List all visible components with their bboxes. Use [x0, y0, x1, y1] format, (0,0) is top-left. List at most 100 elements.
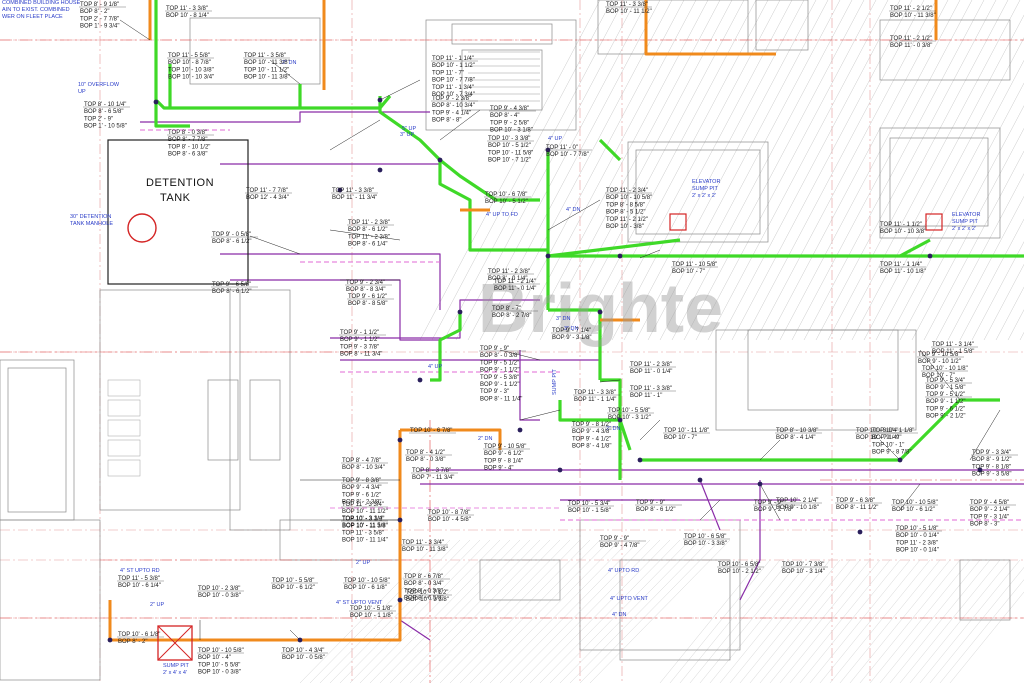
elevation-tag-line: BOP 9' - 10 1/8": [776, 505, 819, 511]
elevation-tag-line: BOP 9' - 2 1/4": [970, 507, 1010, 513]
green-pipe: [547, 238, 681, 258]
hatch-line: [719, 559, 821, 684]
hatch-line: [419, 0, 601, 341]
elevation-tag-line: BOP 8' - 6 5/8": [404, 596, 444, 602]
fixture-symbol: [437, 157, 443, 163]
elevation-tag-line: BOP 10' - 3/8": [606, 224, 644, 230]
elevation-tags: TOP 8' - 9 1/8"BOP 8' - 2"TOP 2' - 7 7/8…: [79, 2, 1018, 676]
fixture-symbol: [457, 309, 463, 315]
size-note: 2" DN: [282, 60, 297, 66]
elevation-tag-line: TOP 8' - 10 1/2": [168, 144, 210, 150]
leader-line: [519, 409, 561, 421]
wall-outline: [249, 379, 281, 461]
hatch-line: [759, 559, 861, 684]
elevation-tag-line: BOP 10' - 7 7/8": [432, 78, 475, 84]
fixture-symbol: [337, 187, 343, 193]
elevation-tag-line: TOP 11' - 5 5/8": [168, 53, 210, 59]
elevation-tag-line: TOP 10' - 5 3/4": [568, 501, 610, 507]
fixture-symbol: [397, 437, 403, 443]
corner-note-2: AIN TO EXIST. COMBINED: [2, 7, 70, 13]
leader-line: [759, 483, 781, 521]
green-pipe: [899, 238, 931, 258]
elevation-tag-line: TOP 11' - 3 3/8": [606, 2, 648, 8]
leader-line: [639, 419, 661, 441]
elevation-tag-line: TOP 11' - 1 3/4": [432, 85, 474, 91]
elevation-tag-line: TOP 10' - 7 1/2": [406, 590, 448, 596]
elevation-tag-line: BOP 10' - 3 3/8": [406, 597, 449, 603]
elevation-tag-line: BOP 10' - 7": [672, 269, 705, 275]
tank-title-line1: DETENTION: [146, 177, 214, 189]
hatch-line: [909, 559, 1011, 684]
purple-pipe: [699, 479, 721, 531]
elevation-tag-line: TOP 11' - 1 1/4": [432, 56, 474, 62]
elevation-tag-line: TOP 11' - 3 3/4": [342, 502, 384, 508]
hatch-line: [729, 559, 831, 684]
hatch-line: [743, 0, 925, 341]
hatch-line: [469, 539, 611, 684]
elevation-tag-line: BOP 10' - 11 1/2": [342, 509, 388, 515]
elevation-tag-line: BOP 9' - 10 1/2": [918, 359, 961, 365]
elevation-tag-line: BOP 8' - 4 1/8": [572, 444, 612, 450]
wall-outline: [747, 329, 899, 411]
elevation-tag-line: BOP 8' - 6 3/8": [168, 152, 208, 158]
elevation-tag-line: BOP 9' - 1 1/2": [480, 368, 520, 374]
tank-manhole-label-2: TANK MANHOLE: [70, 221, 113, 227]
elevation-tag-line: BOP 9' - 2 7/8": [754, 507, 794, 513]
elevation-tag-line: TOP 10' - 7 3/8": [782, 562, 824, 568]
fixture-symbol: [377, 97, 383, 103]
elevation-tag-line: TOP 10' - 4 3/4": [282, 648, 324, 654]
hatch-line: [439, 539, 581, 684]
elevation-tag-line: TOP 10' - 2 3/8": [198, 586, 240, 592]
elevation-tag-line: TOP 10' - 1 1/8": [872, 428, 914, 434]
wall-outline: [479, 559, 561, 601]
elevation-tag-line: BOP 9' - 4 7/8": [600, 543, 640, 549]
size-note: 3" UP: [400, 132, 415, 138]
elevation-tag-line: TOP 10' - 10 5/8": [344, 578, 390, 584]
hatch-line: [635, 0, 817, 341]
elevation-tag-line: BOP 8' - 0 3/8": [406, 457, 446, 463]
hatch-line: [749, 559, 851, 684]
elevation-tag-line: BOP 11' - 0 3/8": [890, 43, 932, 49]
elevation-tag-line: TOP 11' - 2 1/2": [890, 6, 932, 12]
size-note: 4" ST UPTO RD: [120, 568, 160, 574]
hatch-line: [899, 105, 1024, 341]
elevation-tag-line: TOP 9' - 9": [600, 536, 629, 542]
elevation-tag-line: BOP 9' - 4 3/8": [572, 429, 612, 435]
fixture-symbol: [153, 99, 159, 105]
elevation-tag-line: BOP 8' - 6 5/8": [84, 109, 124, 115]
elevation-tag-line: BOP 10' - 6 1/8": [344, 585, 387, 591]
elevation-tag-line: BOP 8' - 11 1/2": [836, 505, 878, 511]
elevation-tag-line: TOP 10' - 6 1/8": [118, 632, 160, 638]
hatch-line: [379, 539, 521, 684]
elevation-tag-line: BOP 10' - 0 1/4": [896, 533, 939, 539]
elevation-tag-line: TOP 10' - 3 1/2": [342, 516, 384, 522]
hatch-line: [559, 539, 701, 684]
elevation-tag-line: BOP 11' - 0 1/4": [630, 369, 672, 375]
elevation-tag-line: BOP 8' - 2 7/8": [492, 313, 532, 319]
elevation-tag-line: BOP 8' - 10 3/4": [432, 103, 475, 109]
sump-pit: SUMP PIT 2' x 4' x 4': [157, 625, 193, 676]
wall-outline: [597, 0, 749, 55]
elevation-tag-line: TOP 11' - 2 3/8": [348, 220, 390, 226]
elevation-tag-line: TOP 11' - 2 1/4": [494, 279, 536, 285]
elevation-tag-line: BOP 8' - 6 1/2": [212, 239, 252, 245]
corner-note: COMBINED BUILDING HOUSE AIN TO EXIST. CO…: [2, 0, 81, 20]
leader-line: [329, 119, 381, 151]
elevation-tag-line: BOP 10' - 2 1/2": [718, 569, 761, 575]
elevation-tag-line: BOP 10' - 1 5/8": [568, 508, 611, 514]
corner-note-3: WER ON FLEET PLACE: [2, 14, 63, 20]
hatch-line: [789, 559, 891, 684]
elevation-tag-line: BOP 9' - 3 5/8": [972, 472, 1012, 478]
hatch-line: [851, 14, 1024, 341]
hatch-line: [769, 559, 871, 684]
elevation-tag-line: TOP 10' - 10 1/8": [922, 366, 968, 372]
elevation-tag-line: BOP 10' - 7 1/4": [856, 435, 899, 441]
hatch-line: [419, 539, 561, 684]
size-note: 4" ST UPTO VENT: [336, 600, 383, 606]
wall-outline: [189, 17, 321, 85]
elevation-tag-line: BOP 11' - 0 1/4": [494, 286, 536, 292]
elevation-tag-line: BOP 1' - 9 3/4": [80, 24, 120, 30]
fixtures: [107, 97, 983, 643]
elevation-tag-line: TOP 8' - 3 7/8": [412, 468, 451, 474]
